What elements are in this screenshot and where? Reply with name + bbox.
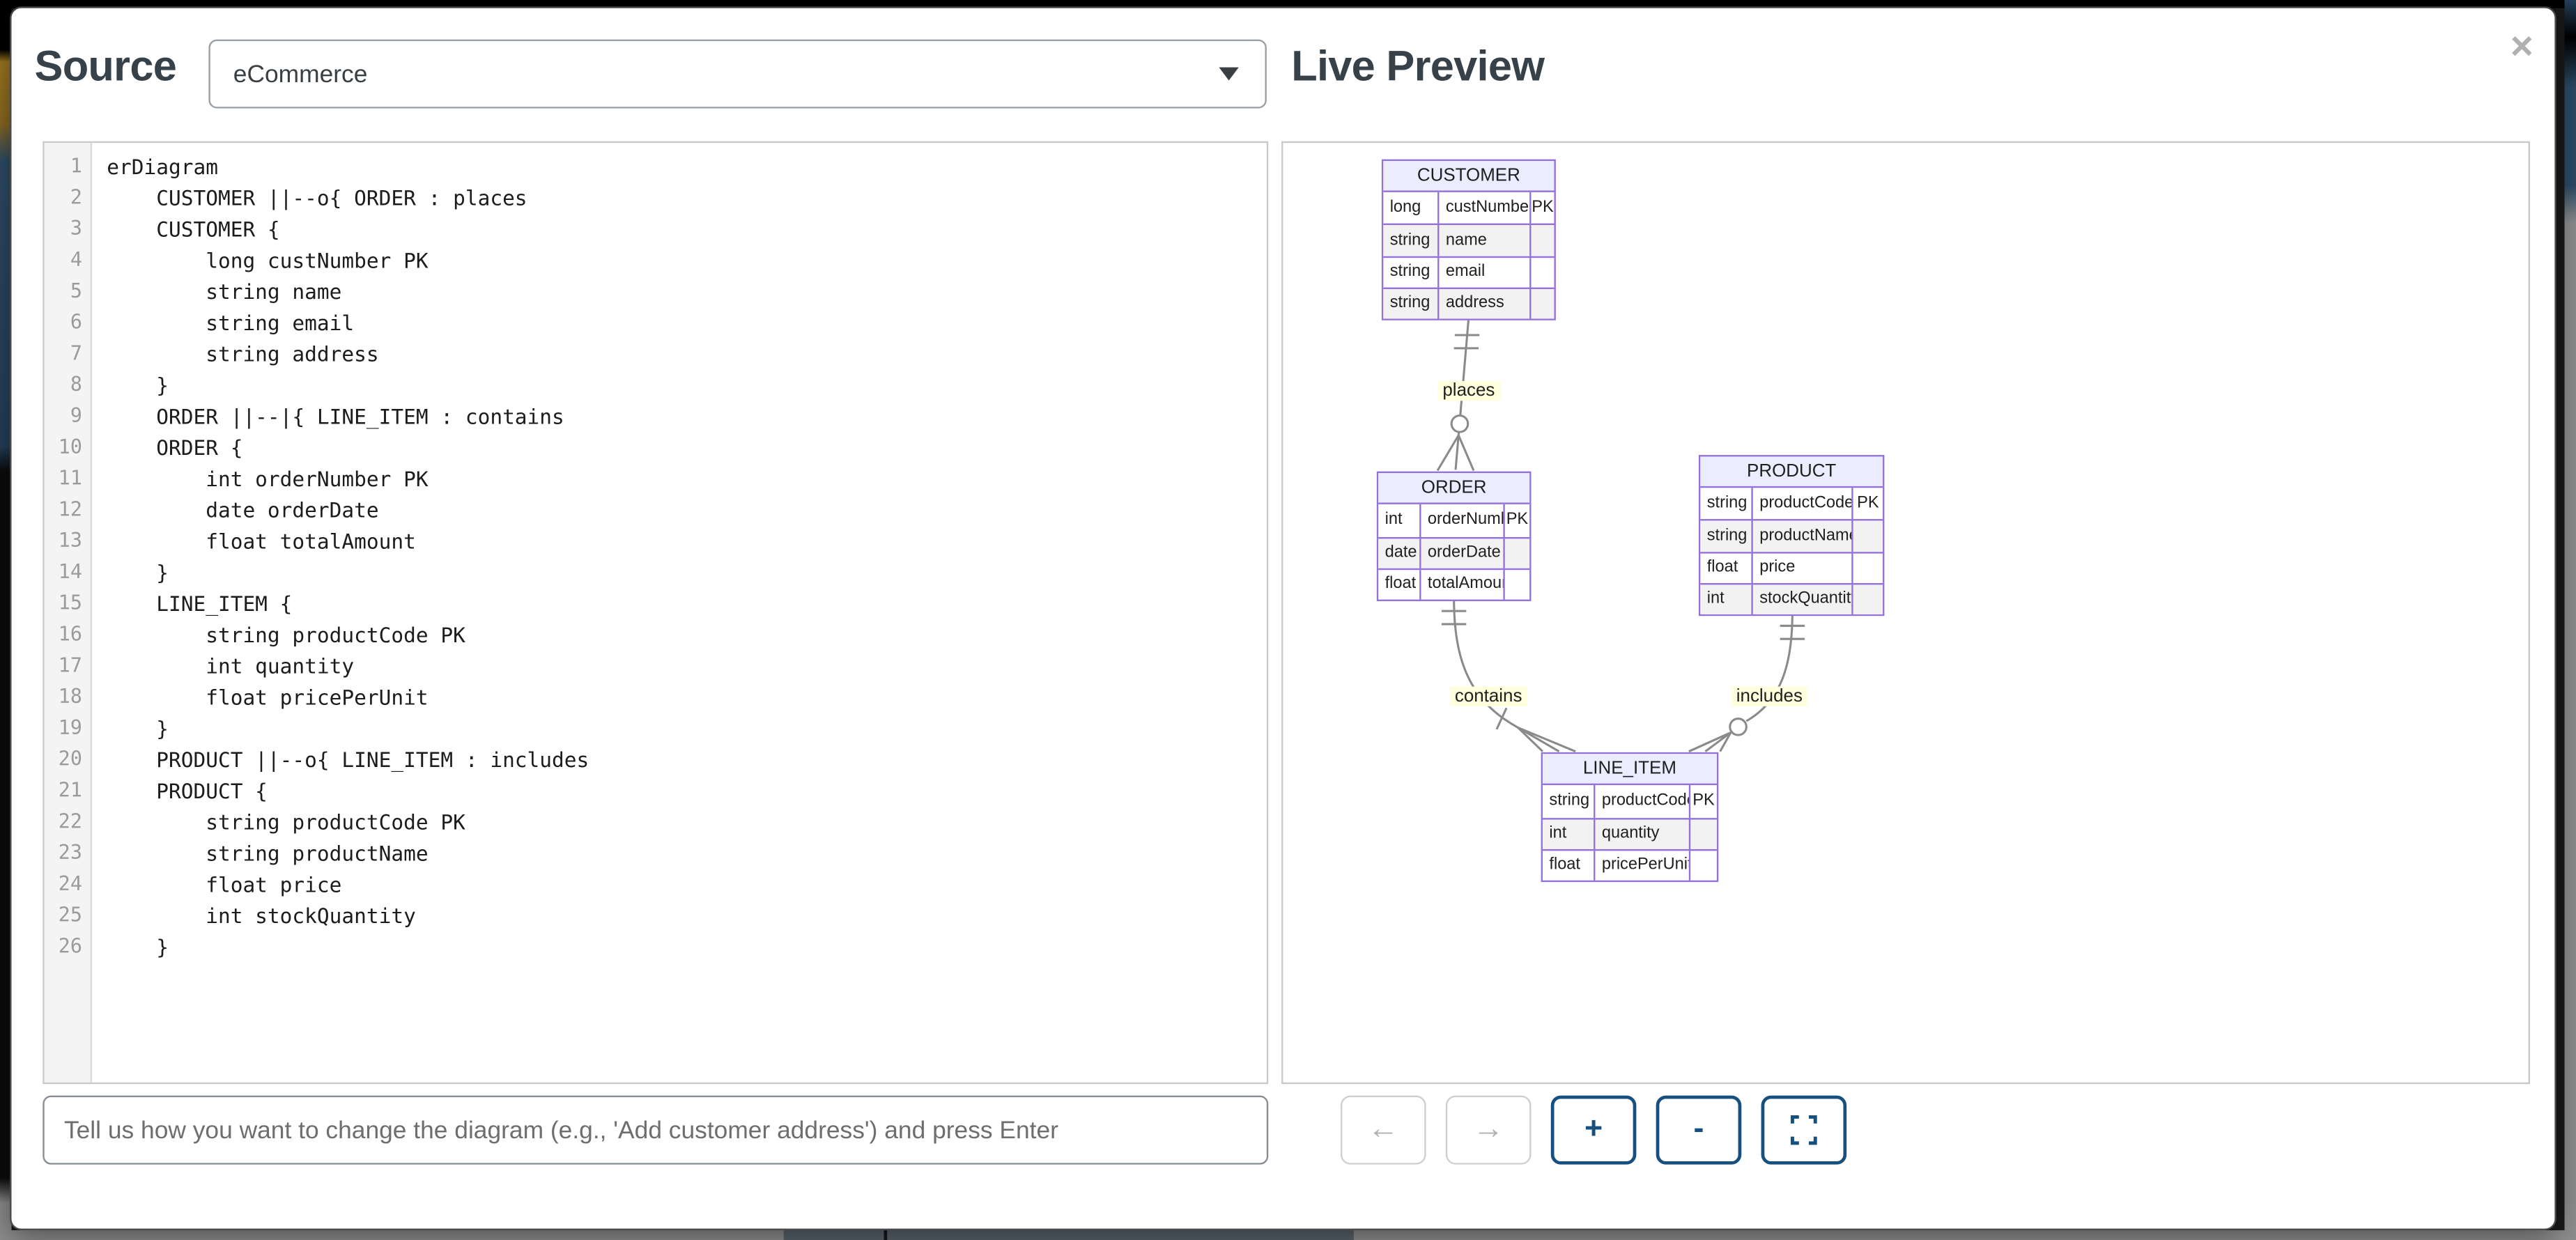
attr-type: int (1549, 824, 1567, 843)
entity-attribute-row: float pricePerUnit (1542, 848, 1717, 881)
attr-key (1529, 288, 1554, 319)
zoom-in-button[interactable]: + (1550, 1095, 1637, 1165)
attr-key (1851, 552, 1883, 583)
attr-name: email (1437, 257, 1529, 288)
attr-type: float (1385, 575, 1417, 594)
relationship-label-places: places (1437, 381, 1500, 401)
fullscreen-button[interactable] (1761, 1095, 1847, 1165)
attr-key: PK (1503, 504, 1529, 536)
attr-name: productCode (1751, 488, 1851, 520)
attr-key (1503, 569, 1529, 600)
chevron-down-icon (1219, 67, 1239, 81)
prompt-input[interactable] (43, 1095, 1269, 1165)
relationship-label-contains: contains (1449, 686, 1527, 706)
er-diagram-connectors (1436, 316, 1805, 753)
attr-key (1688, 819, 1717, 849)
attr-type: string (1549, 792, 1590, 811)
attr-name: orderDate (1419, 538, 1503, 568)
entity-attribute-row: string name (1383, 224, 1555, 256)
attr-type: string (1389, 231, 1430, 250)
attr-key (1529, 225, 1554, 256)
attr-key (1851, 584, 1883, 614)
attr-key (1503, 538, 1529, 568)
source-heading: Source (34, 40, 177, 91)
attr-type: string (1389, 263, 1430, 281)
attr-name: productCode (1594, 785, 1689, 818)
attr-type: float (1549, 856, 1580, 875)
code-content[interactable]: erDiagram CUSTOMER ||--o{ ORDER : places… (107, 154, 589, 959)
attr-key: PK (1688, 785, 1717, 818)
entity-title: CUSTOMER (1383, 161, 1555, 193)
attr-name: address (1437, 288, 1529, 319)
source-select-value: eCommerce (233, 60, 368, 88)
attr-name: quantity (1594, 819, 1689, 849)
attr-name: totalAmount (1419, 569, 1503, 600)
attr-name: pricePerUnit (1594, 850, 1689, 881)
attr-name: stockQuantity (1751, 584, 1851, 614)
entity-attribute-row: int quantity (1542, 817, 1717, 849)
attr-type: string (1706, 527, 1748, 545)
preview-heading: Live Preview (1291, 40, 1545, 91)
source-select[interactable]: eCommerce (208, 39, 1267, 109)
attr-name: orderNumber (1419, 504, 1503, 536)
relationship-label-includes: includes (1731, 686, 1808, 706)
prompt-input-wrap (43, 1095, 1269, 1165)
entity-attribute-row: int stockQuantity (1700, 582, 1883, 614)
background-page-right (2564, 0, 2576, 1240)
arrow-left-icon: ← (1367, 1112, 1399, 1147)
entity-title: PRODUCT (1700, 456, 1883, 488)
plus-icon: + (1584, 1112, 1603, 1147)
attr-type: date (1385, 543, 1417, 562)
zoom-out-button[interactable]: - (1656, 1095, 1742, 1165)
entity-attribute-row: float price (1700, 551, 1883, 583)
fullscreen-icon (1791, 1115, 1817, 1145)
attr-name: productName (1751, 521, 1851, 552)
forward-button[interactable]: → (1445, 1095, 1532, 1165)
attr-name: name (1437, 225, 1529, 256)
background-page-bottom (0, 1230, 2576, 1240)
entity-title: ORDER (1378, 473, 1530, 505)
attr-name: price (1751, 552, 1851, 583)
arrow-right-icon: → (1472, 1112, 1504, 1147)
entity-title: LINE_ITEM (1542, 754, 1717, 786)
attr-key: PK (1529, 192, 1554, 224)
attr-type: int (1706, 590, 1725, 609)
preview-controls: ← → + - (1340, 1095, 1847, 1165)
attr-key (1851, 521, 1883, 552)
attr-type: float (1706, 559, 1738, 577)
attr-type: string (1706, 495, 1748, 513)
close-button[interactable]: × (2511, 27, 2533, 68)
attr-type: string (1389, 294, 1430, 313)
entity-order: ORDERintorderNumberPKdateorderDatefloatt… (1376, 471, 1532, 601)
attr-key: PK (1851, 488, 1883, 520)
attr-type: int (1385, 511, 1403, 530)
entity-attribute-row: string email (1383, 255, 1555, 288)
attr-key (1529, 257, 1554, 288)
close-icon: × (2510, 24, 2533, 70)
background-page-left (0, 0, 12, 1240)
attr-name: custNumber (1437, 192, 1529, 224)
attr-type: long (1389, 199, 1421, 217)
back-button[interactable]: ← (1340, 1095, 1426, 1165)
background-page-top (0, 0, 2576, 8)
attr-key (1688, 850, 1717, 881)
entity-attribute-row: string address (1383, 287, 1555, 319)
minus-icon: - (1693, 1112, 1704, 1147)
